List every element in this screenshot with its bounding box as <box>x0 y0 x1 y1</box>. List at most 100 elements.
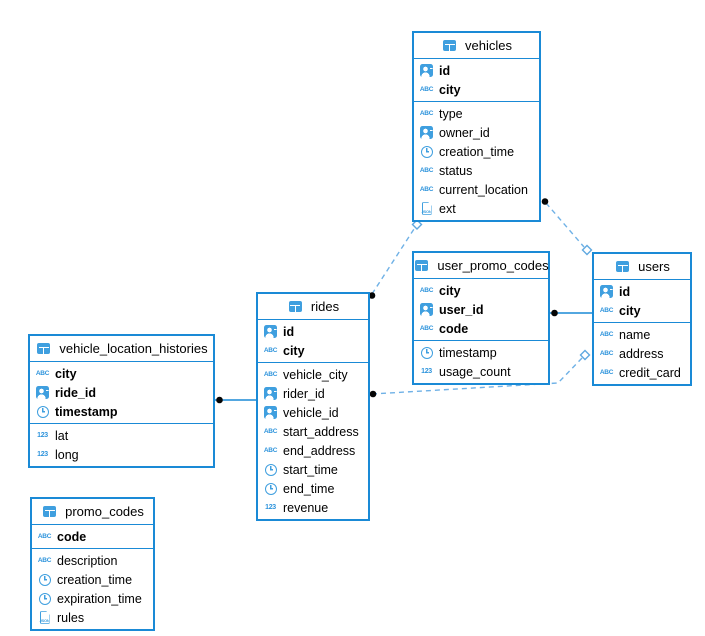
column-row: id <box>258 322 368 341</box>
column-row: usage_count <box>414 362 548 381</box>
column-name: vehicle_id <box>283 405 339 420</box>
table-icon <box>413 258 430 273</box>
column-row: timestamp <box>30 402 213 421</box>
table-promo_codes[interactable]: promo_codes code description creation_ti… <box>30 497 155 631</box>
column-row: city <box>414 80 539 99</box>
columns-section: type owner_id creation_time status curre… <box>414 101 539 220</box>
column-name: timestamp <box>439 345 497 360</box>
column-name: city <box>619 303 641 318</box>
abc-type-icon <box>34 366 51 381</box>
column-name: current_location <box>439 182 528 197</box>
abc-type-icon <box>418 106 435 121</box>
column-row: vehicle_id <box>258 403 368 422</box>
abc-type-icon <box>262 343 279 358</box>
column-row: lat <box>30 426 213 445</box>
abc-type-icon <box>418 283 435 298</box>
column-row: rider_id <box>258 384 368 403</box>
table-icon <box>41 504 58 519</box>
clock-type-icon <box>418 345 435 360</box>
column-row: city <box>30 364 213 383</box>
column-name: description <box>57 553 118 568</box>
table-header: vehicles <box>414 33 539 59</box>
table-user_promo_codes[interactable]: user_promo_codes city user_id code times… <box>412 251 550 385</box>
column-row: rules <box>32 608 153 627</box>
num-type-icon <box>418 364 435 379</box>
clock-type-icon <box>262 481 279 496</box>
column-row: current_location <box>414 180 539 199</box>
column-row: city <box>414 281 548 300</box>
column-row: end_address <box>258 441 368 460</box>
table-header: users <box>594 254 690 280</box>
column-row: id <box>414 61 539 80</box>
column-name: start_time <box>283 462 338 477</box>
table-icon <box>287 299 304 314</box>
columns-section: name address credit_card <box>594 322 690 384</box>
abc-type-icon <box>598 365 615 380</box>
table-header: rides <box>258 294 368 320</box>
column-name: vehicle_city <box>283 367 348 382</box>
connection-rides-users <box>369 349 591 398</box>
columns-section: timestamp usage_count <box>414 340 548 383</box>
abc-type-icon <box>598 303 615 318</box>
person-type-icon <box>262 324 279 339</box>
column-name: ride_id <box>55 385 96 400</box>
column-row: long <box>30 445 213 464</box>
table-name: user_promo_codes <box>437 258 549 273</box>
abc-type-icon <box>418 82 435 97</box>
columns-section: description creation_time expiration_tim… <box>32 548 153 629</box>
column-name: owner_id <box>439 125 490 140</box>
column-row: ride_id <box>30 383 213 402</box>
column-row: city <box>594 301 690 320</box>
column-row: revenue <box>258 498 368 517</box>
column-row: description <box>32 551 153 570</box>
column-name: expiration_time <box>57 591 142 606</box>
connection-vehicles-users <box>541 198 593 256</box>
abc-type-icon <box>36 529 53 544</box>
primary-key-section: id city <box>594 280 690 322</box>
column-name: city <box>439 82 461 97</box>
person-type-icon <box>262 405 279 420</box>
table-name: users <box>638 259 670 274</box>
table-name: promo_codes <box>65 504 144 519</box>
column-row: credit_card <box>594 363 690 382</box>
column-row: code <box>414 319 548 338</box>
column-row: start_address <box>258 422 368 441</box>
abc-type-icon <box>598 327 615 342</box>
primary-key-section: city ride_id timestamp <box>30 362 213 423</box>
clock-type-icon <box>34 404 51 419</box>
table-vehicles[interactable]: vehicles id city type owner_id c <box>412 31 541 222</box>
table-vehicle_location_histories[interactable]: vehicle_location_histories city ride_id … <box>28 334 215 468</box>
column-row: type <box>414 104 539 123</box>
abc-type-icon <box>36 553 53 568</box>
abc-type-icon <box>418 163 435 178</box>
table-name: vehicles <box>465 38 512 53</box>
column-name: credit_card <box>619 365 681 380</box>
person-type-icon <box>262 386 279 401</box>
column-name: start_address <box>283 424 359 439</box>
columns-section: vehicle_city rider_id vehicle_id start_a… <box>258 362 368 519</box>
column-name: creation_time <box>439 144 515 159</box>
column-name: type <box>439 106 463 121</box>
column-name: lat <box>55 428 69 443</box>
table-icon <box>35 341 52 356</box>
abc-type-icon <box>262 443 279 458</box>
table-icon <box>614 259 631 274</box>
column-row: address <box>594 344 690 363</box>
column-name: end_time <box>283 481 335 496</box>
primary-key-section: code <box>32 525 153 548</box>
primary-key-section: city user_id code <box>414 279 548 340</box>
connection-vehicle_location_histories-rides <box>215 396 258 404</box>
primary-key-section: id city <box>258 320 368 362</box>
clock-type-icon <box>418 144 435 159</box>
num-type-icon <box>34 428 51 443</box>
column-name: creation_time <box>57 572 133 587</box>
column-name: long <box>55 447 79 462</box>
column-name: rules <box>57 610 85 625</box>
table-header: user_promo_codes <box>413 253 549 279</box>
column-row: timestamp <box>414 343 548 362</box>
clock-type-icon <box>36 572 53 587</box>
table-users[interactable]: users id city name address credi <box>592 252 692 386</box>
person-type-icon <box>418 302 435 317</box>
table-rides[interactable]: rides id city vehicle_city rider_id <box>256 292 370 521</box>
